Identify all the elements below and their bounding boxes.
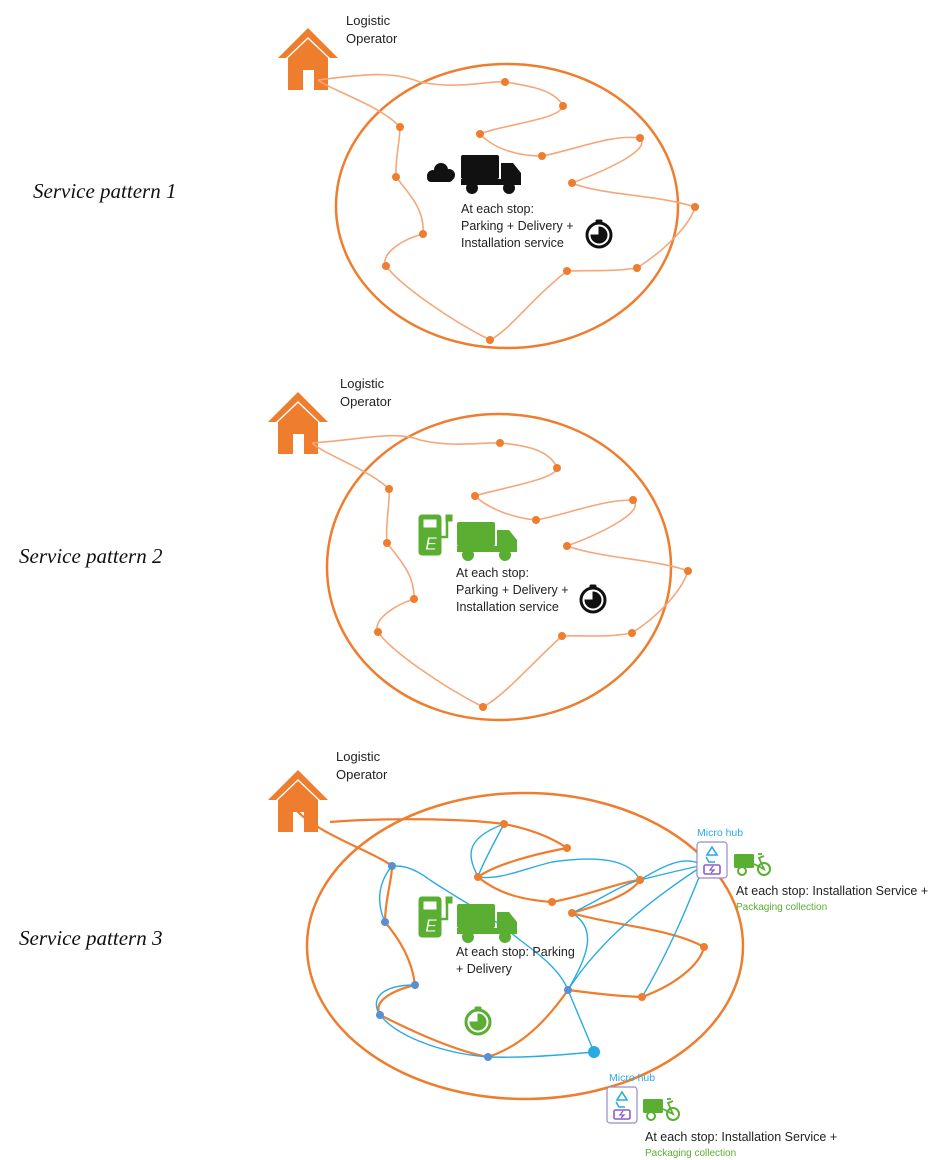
service-area-ellipse	[305, 791, 745, 1101]
micro-hub-node-2	[588, 1046, 600, 1058]
bike-route-1	[567, 860, 705, 998]
micro-hub-icon	[606, 1086, 638, 1124]
stop-text-line1: At each stop:	[461, 202, 534, 216]
hub-stop-text: At each stop: Installation Service +	[736, 884, 928, 898]
electric-truck-icon	[457, 522, 517, 561]
service-pattern-3: Service pattern 3 Logistic Operator At e…	[19, 749, 928, 1159]
pattern-label: Service pattern 2	[19, 544, 163, 568]
truck-route-stops	[474, 820, 708, 1001]
route-stops	[382, 78, 699, 344]
pattern-label: Service pattern 3	[19, 926, 162, 950]
stop-text-line2: Parking + Delivery +	[461, 219, 574, 233]
cloud-icon	[427, 163, 455, 182]
truck-route	[295, 809, 706, 1059]
charging-station-icon	[417, 513, 454, 557]
stop-text-line3: Installation service	[456, 600, 559, 614]
stopwatch-icon	[585, 218, 613, 249]
house-icon	[278, 28, 338, 90]
stop-text-line1: At each stop:	[456, 566, 529, 580]
operator-label-line1: Logistic	[346, 13, 391, 28]
micro-hub-label: Micro hub	[697, 827, 743, 839]
charging-station-icon	[417, 895, 454, 939]
bike-route-2	[375, 823, 641, 1058]
operator-label-line1: Logistic	[336, 749, 381, 764]
micro-hub-label: Micro hub	[609, 1072, 655, 1084]
house-icon	[268, 392, 328, 454]
operator-label-line2: Operator	[346, 31, 398, 46]
stop-text-line2: Parking + Delivery +	[456, 583, 569, 597]
service-pattern-1: Service pattern 1 Logistic Operator At e…	[33, 13, 699, 350]
stop-text-line2: + Delivery	[456, 962, 513, 976]
shared-route-stops	[376, 862, 572, 1061]
route-stops	[374, 439, 692, 711]
stop-text-line1: At each stop: Parking	[456, 945, 575, 959]
pattern-label: Service pattern 1	[33, 179, 176, 203]
stopwatch-icon	[579, 583, 607, 614]
packaging-collection-text: Packaging collection	[736, 902, 827, 913]
service-pattern-2: Service pattern 2 Logistic Operator At e…	[19, 376, 692, 722]
cargo-bike-icon	[642, 1098, 680, 1121]
hub-stop-text: At each stop: Installation Service +	[645, 1130, 837, 1144]
operator-label-line2: Operator	[336, 767, 388, 782]
house-icon	[268, 770, 328, 832]
packaging-collection-text: Packaging collection	[645, 1148, 736, 1159]
stop-text-line3: Installation service	[461, 236, 564, 250]
service-area-ellipse	[334, 62, 680, 350]
micro-hub-icon	[696, 841, 728, 879]
stopwatch-icon	[464, 1005, 492, 1036]
operator-label-line1: Logistic	[340, 376, 385, 391]
operator-label-line2: Operator	[340, 394, 392, 409]
electric-truck-icon	[457, 904, 517, 943]
cargo-bike-icon	[733, 853, 771, 876]
diesel-truck-icon	[461, 155, 521, 194]
